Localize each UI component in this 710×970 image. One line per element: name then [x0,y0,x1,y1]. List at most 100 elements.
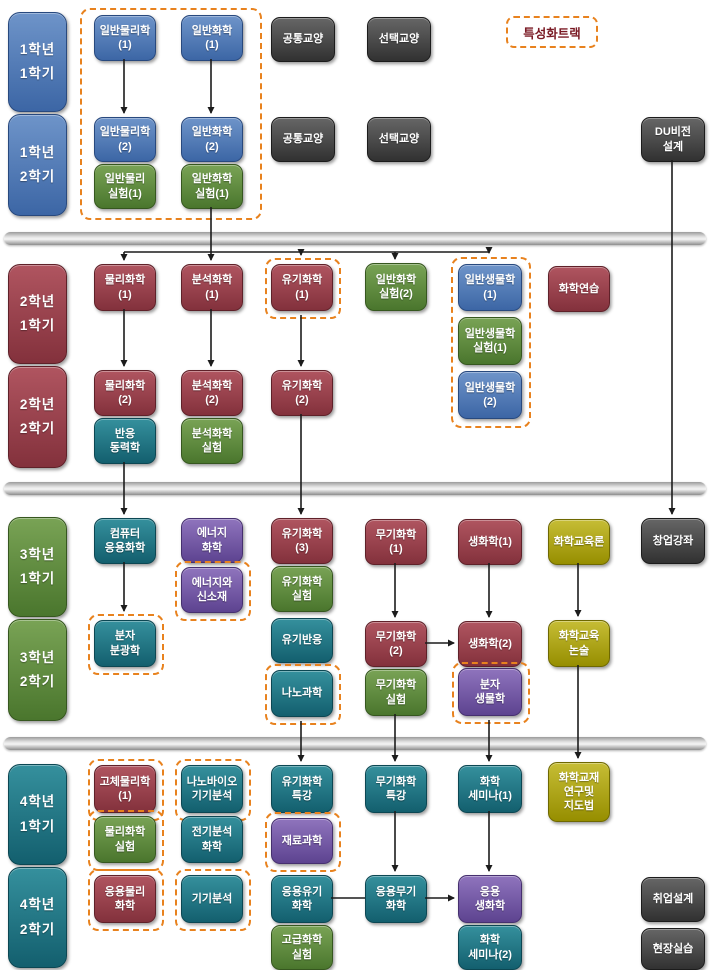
label-line: 2학년 [19,396,56,412]
label-line: 일반물리 [104,173,146,186]
label-line: 실험(1) [473,342,507,354]
label-line: DU비전 [654,126,692,139]
label-line: (1) [389,543,403,555]
label-line: 나노바이오 [186,775,238,788]
label-line: (2) [118,394,132,406]
label-line: (1) [118,790,132,802]
label-line: 화학 [479,775,501,788]
course-phys-chem-2: 물리화학(2) [94,370,156,416]
label-line: (2) [389,645,403,657]
label-line: 1학년 [19,144,56,160]
label-line: 화학 [201,840,223,853]
label-line: 1학기 [19,818,56,834]
label-line: (1) [483,288,497,301]
label-line: 화학교재 [558,771,600,784]
label-line: (1) [295,288,309,301]
label-line: (1) [205,39,219,51]
label-line: 물리화학 [104,274,146,287]
course-startup-course: 창업강좌 [641,518,705,564]
label-line: 컴퓨터 [109,527,141,540]
label-line: 설계 [662,140,684,153]
course-chem-practice: 화학연습 [548,266,610,312]
course-biochem-2: 생화학(2) [458,621,522,667]
label-line: 실험 [201,442,223,454]
label-line: 실험 [291,948,313,961]
label-line: 반응 [114,427,136,440]
course-gen-chem-2: 일반화학(2) [181,117,243,162]
course-inorg-chem-1: 무기화학(1) [365,519,427,565]
label-line: 생물학 [474,693,506,705]
course-anal-chem-1: 분석화학(1) [181,264,243,311]
label-line: 일반생물학 [464,381,516,394]
label-line: 분자 [479,678,501,691]
label-line: 동력학 [109,442,141,454]
course-gen-bio-1: 일반생물학(1) [458,264,522,311]
course-career-design: 취업설계 [641,877,705,922]
label-line: 분광학 [109,644,141,657]
label-line: 기기분석 [191,892,233,905]
label-line: 일반화학 [191,24,233,37]
course-anal-chem-2: 분석화학(2) [181,370,243,416]
label-line: 유기화학 [281,527,323,540]
label-line: 연구및 [563,785,595,798]
course-inorg-chem-2: 무기화학(2) [365,621,427,667]
course-gen-bio-2: 일반생물학(2) [458,371,522,419]
course-org-chem-2: 유기화학(2) [271,370,333,416]
label-line: (1) [118,39,132,51]
label-line: 특강 [291,790,313,802]
label-line: 생화학(2) [468,637,512,650]
label-line: 4학년 [19,794,56,810]
semester-year2-sem1: 2학년 1학기 [8,264,67,364]
label-line: 고급화학 [281,934,323,947]
label-line: 재료과학 [281,834,323,847]
label-line: 일반물리학 [99,126,151,139]
label-line: 일반생물학 [464,327,516,340]
label-line: (2) [205,394,219,406]
course-solid-state-physics-1: 고체물리학(1) [94,765,156,813]
label-line: 실험 [291,590,313,602]
label-line: 세미나(1) [468,790,512,802]
label-line: 일반화학 [191,173,233,186]
course-elective-liberal-1: 선택교양 [367,17,431,62]
label-line: 현장실습 [652,942,694,955]
course-gen-physics-2: 일반물리학(2) [94,117,156,162]
course-nano-science: 나노과학 [271,670,333,717]
label-line: 논술 [568,644,590,657]
course-field-practice: 현장실습 [641,928,705,970]
label-line: 실험(1) [195,187,229,200]
course-gen-physics-1: 일반물리학 (1) [94,15,156,61]
label-line: 공통교양 [282,133,324,146]
label-line: 응용유기 [281,885,323,898]
label-line: 에너지와 [191,576,233,589]
label-line: 분자 [114,630,136,643]
label-line: 일반물리학 [99,24,151,37]
label-line: 3학년 [19,546,56,562]
label-line: 1학년 [19,41,56,57]
label-line: 기기분석 [191,790,233,802]
label-line: 세미나(2) [468,948,512,961]
section-divider [4,737,706,750]
label-line: 일반생물학 [464,274,516,287]
course-common-liberal-2: 공통교양 [271,117,335,162]
label-line: 1학기 [19,318,56,333]
label-line: (3) [295,542,309,554]
label-line: 2학년 [19,293,56,309]
course-common-liberal-1: 공통교양 [271,17,335,62]
label-line: 일반화학 [191,126,233,139]
